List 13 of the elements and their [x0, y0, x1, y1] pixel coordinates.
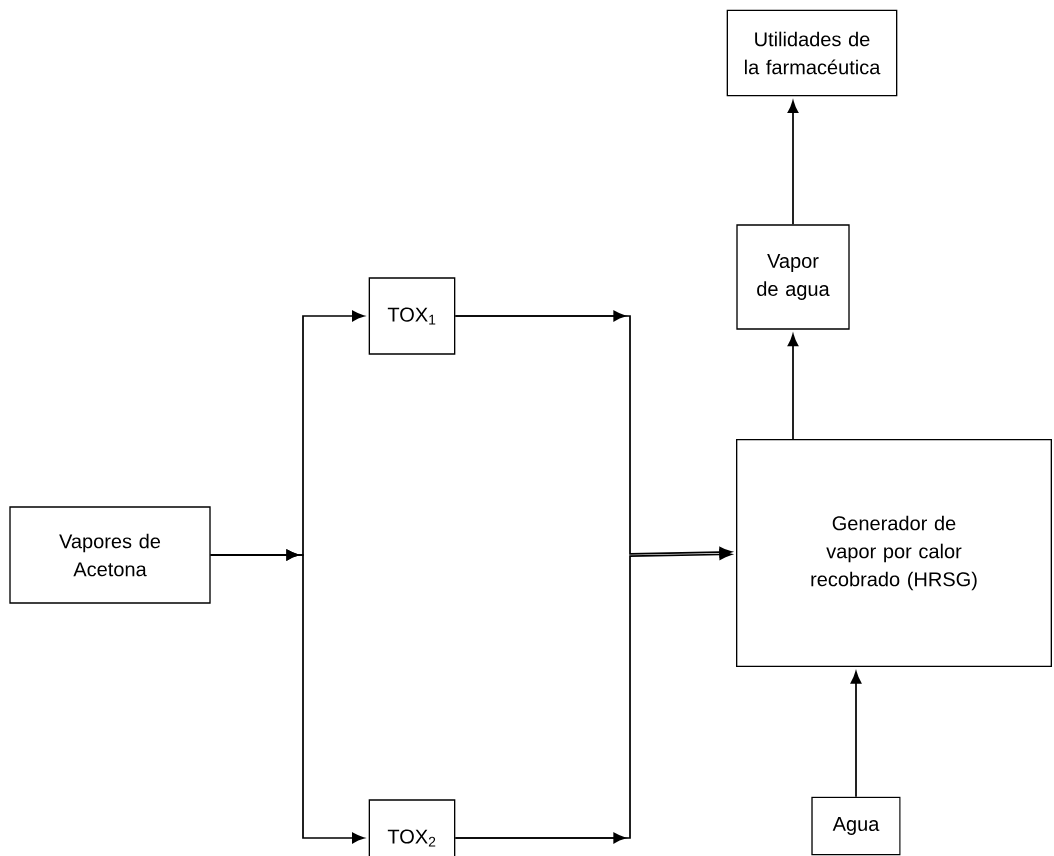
- process-box: TOX$_{1}$: [368, 277, 456, 355]
- arrow: [787, 100, 799, 226]
- process-box: Generador de vapor por calor recobrado (HRSG): [736, 439, 1052, 667]
- arrow: [209, 549, 365, 844]
- process-box: Utilidades de la farmacéutica: [726, 9, 898, 97]
- process-box: Vapores de Acetona: [9, 506, 211, 604]
- arrow: [850, 671, 862, 798]
- process-box: TOX$_{2}$: [368, 799, 456, 856]
- arrow: [454, 310, 732, 558]
- process-box: Vapor de agua: [736, 224, 850, 330]
- arrow: [787, 334, 799, 440]
- process-box: Agua: [811, 796, 901, 856]
- arrow: [454, 549, 732, 844]
